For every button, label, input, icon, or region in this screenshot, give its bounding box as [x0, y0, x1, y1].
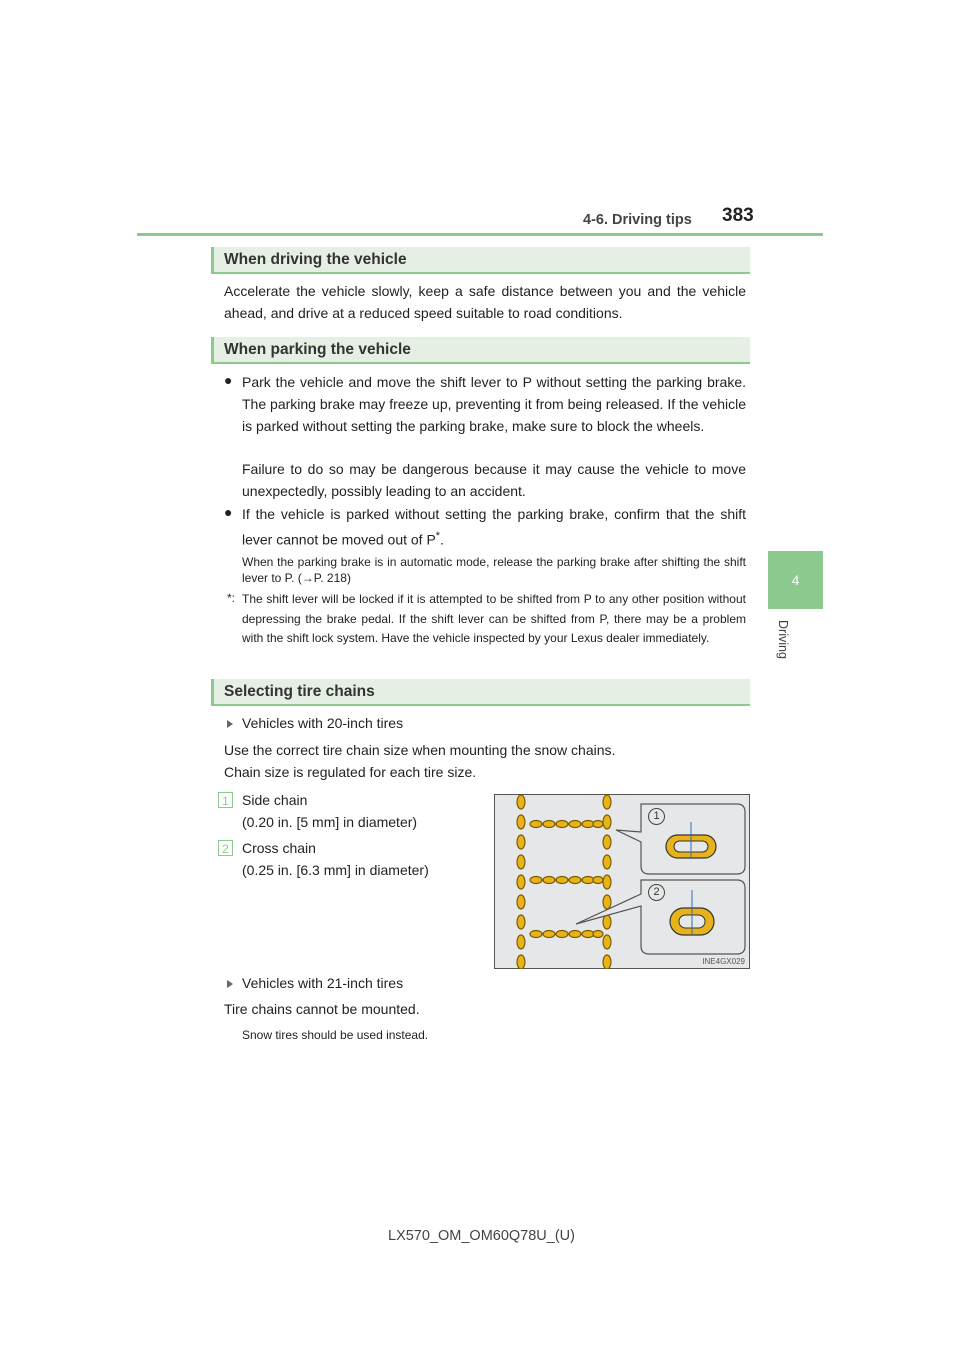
item-number-2: 2 [218, 840, 233, 856]
driving-text: Accelerate the vehicle slowly, keep a sa… [224, 283, 746, 321]
chains-text-2: Chain size is regulated for each tire si… [224, 764, 477, 780]
document-code-footer: LX570_OM_OM60Q78U_(U) [388, 1228, 575, 1244]
section-heading-text: When driving the vehicle [224, 251, 407, 268]
callout-number-2: 2 [648, 884, 665, 901]
bullet-icon: ● [224, 372, 233, 388]
section-heading-driving: When driving the vehicle [211, 247, 750, 274]
tire-chain-illustration [494, 794, 750, 970]
triangle-arrow-icon [227, 980, 233, 988]
parking-note: When the parking brake is in automatic m… [242, 555, 746, 585]
chains-text-3: Tire chains cannot be mounted. [224, 1001, 420, 1017]
chapter-tab-label: Driving [776, 620, 790, 659]
bullet-icon: ● [224, 504, 233, 520]
chapter-tab: 4 [768, 551, 823, 609]
section-heading-chains: Selecting tire chains [211, 679, 750, 706]
chains-text-1: Use the correct tire chain size when mou… [224, 742, 616, 758]
parking-bullet-1a: Park the vehicle and move the shift leve… [242, 374, 746, 434]
triangle-arrow-icon [227, 720, 233, 728]
asterisk-mark: * [435, 529, 441, 542]
footnote-mark: *: [227, 591, 236, 605]
item-2-name: Cross chain [242, 840, 316, 856]
bullet-period: . [440, 531, 444, 548]
item-1-detail: (0.20 in. [5 mm] in diameter) [242, 814, 418, 830]
parking-bullet-1b: Failure to do so may be dangerous becaus… [242, 461, 746, 499]
item-number-1: 1 [218, 792, 233, 808]
figure-code: INE4GX029 [702, 957, 745, 966]
parking-bullet-2: If the vehicle is parked without setting… [242, 504, 746, 551]
header-rule [137, 233, 823, 236]
page-number: 383 [722, 205, 754, 226]
chains-note: Snow tires should be used instead. [242, 1028, 429, 1042]
section-heading-text: When parking the vehicle [224, 341, 411, 358]
section-heading-text: Selecting tire chains [224, 683, 375, 700]
tire-chain-figure: 1 2 INE4GX029 [494, 794, 750, 970]
item-1-name: Side chain [242, 792, 308, 808]
section-heading-parking: When parking the vehicle [211, 337, 750, 364]
item-2-detail: (0.25 in. [6.3 mm] in diameter) [242, 862, 429, 878]
parking-bullet-2-text: If the vehicle is parked without setting… [242, 506, 746, 548]
callout-number-1: 1 [648, 808, 665, 825]
subheading-21-inch: Vehicles with 21-inch tires [242, 975, 404, 991]
running-header-section: 4-6. Driving tips [583, 212, 692, 228]
subheading-20-inch: Vehicles with 20-inch tires [242, 715, 404, 731]
footnote-text: The shift lever will be locked if it is … [242, 592, 746, 645]
